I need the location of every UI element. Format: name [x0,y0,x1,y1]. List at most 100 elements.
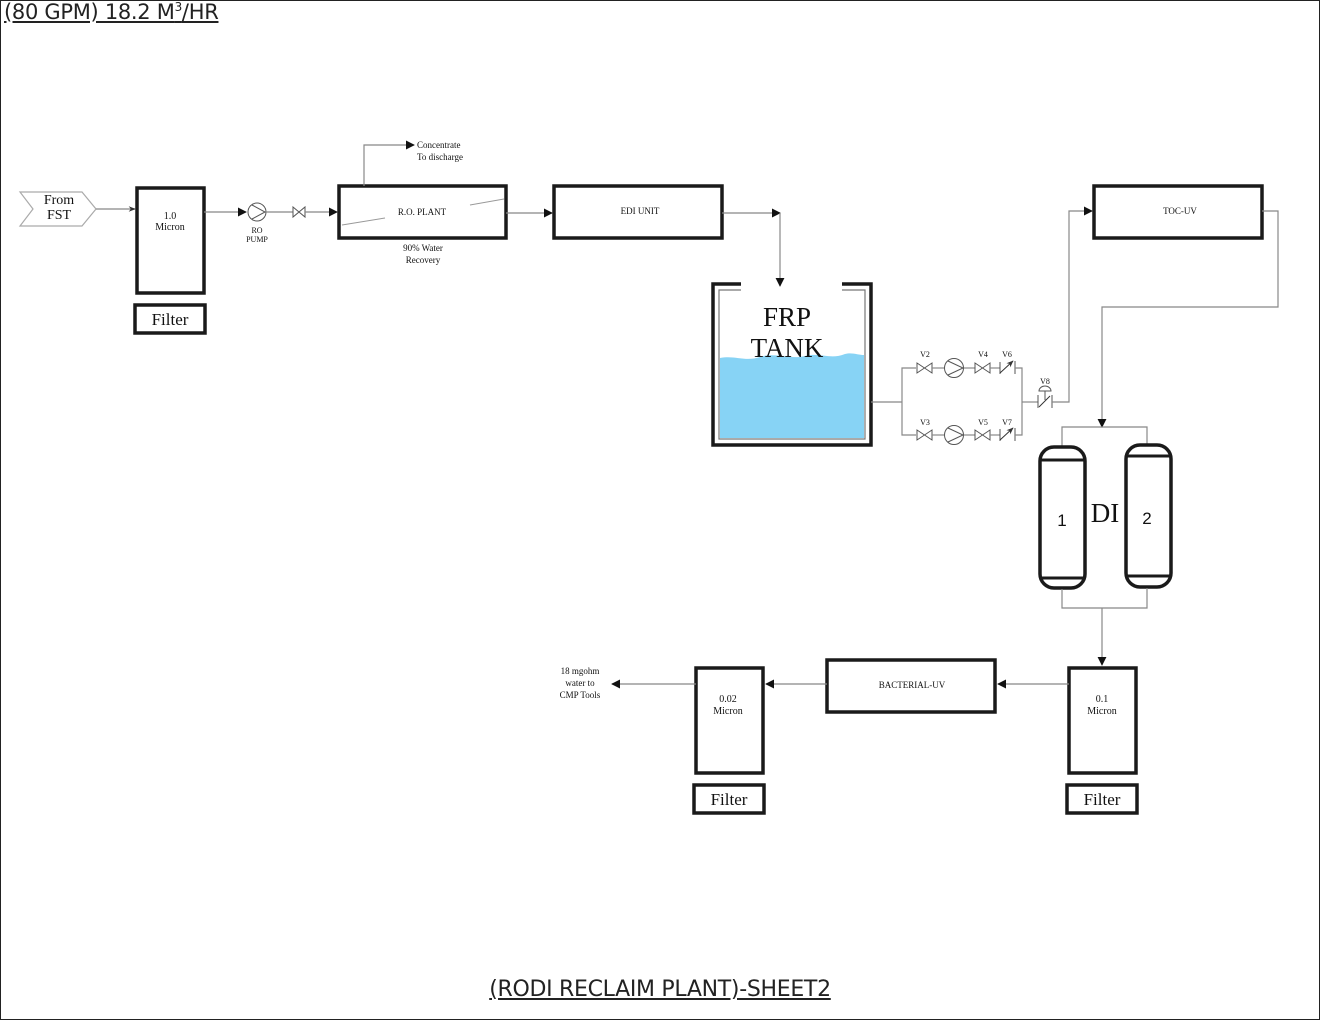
outlet-label-line2: water to [565,678,595,688]
inlet-label-line1: From [44,193,74,208]
pump-triangle-icon [251,204,267,220]
valve-v8-icon [1038,395,1051,408]
di-vessel-2-shell [1124,443,1173,589]
filter-1-tag: Filter [152,310,189,329]
valve-v2-label: V2 [920,350,930,359]
pump-a-triangle-icon [947,360,965,376]
branch-a: V2 V4 V6 [916,350,1023,402]
pipe-di-inlet-header [1061,426,1148,447]
tank-water-level [720,353,864,438]
valve-v7-label: V7 [1002,418,1012,427]
outlet-cmp-tools: 18 mgohm water to CMP Tools [560,666,601,700]
filter-1-tag-box [133,303,207,335]
filter-1-rating-unit: Micron [155,222,184,233]
filter-2-tag: Filter [1084,790,1121,809]
pipe-manifold-split [901,367,916,436]
di-vessel-1-label: 1 [1057,511,1066,530]
pipe-toc-uv-to-di [1097,210,1279,428]
toc-uv-unit: TOC-UV [1092,184,1264,240]
bacterial-uv-unit: BACTERIAL-UV [825,658,997,714]
valve-v4-icon [974,362,991,374]
ro-plant-label: R.O. PLANT [398,207,447,217]
transfer-pump-manifold: V2 V4 V6 V3 V5 [871,206,1093,445]
branch-b: V3 V5 V7 [916,402,1023,445]
filter-3-micron: 0.02 Micron Filter [692,666,766,815]
valve-v3-label: V3 [920,418,930,427]
ro-membrane-line-right [469,198,505,206]
ro-pump-label-line2: PUMP [246,235,268,244]
flow-rate-unit: /HR [181,0,219,24]
concentrate-label-line1: Concentrate [417,140,460,150]
filter-1-rating: 1.0 [164,211,177,222]
tank-inner-wall [718,289,866,440]
filter-2-micron: 0.1 Micron Filter [1065,666,1139,815]
pump-b-icon [944,425,964,445]
flow-rate-title: (80 GPM) 18.2 M3/HR [4,0,219,24]
flow-rate-superscript: 3 [174,0,183,14]
filter-1-micron: 1.0 Micron Filter [133,186,207,335]
edi-unit-box [552,184,724,240]
valve-v8-label: V8 [1040,377,1050,386]
pump-a-icon [944,358,964,378]
tank-label-line2: TANK [751,333,824,363]
pump-b-triangle-icon [947,427,965,443]
ro-pump: RO PUMP [246,202,268,244]
pipe-v8-to-toc-uv [1052,206,1093,403]
pipe-branch-a-return [1015,367,1023,402]
toc-uv-label: TOC-UV [1163,206,1197,216]
inlet-from-fst: From FST [18,191,97,227]
di-vessel-1: 1 [1038,445,1087,590]
gate-valve-icon [292,205,306,219]
toc-uv-box [1092,184,1264,240]
ro-plant-box [337,184,508,240]
filter-2-rating: 0.1 [1096,694,1109,705]
tank-outer-wall [711,282,873,447]
inlet-label-line2: FST [47,208,72,223]
ro-recovery-note-line1: 90% Water [403,243,443,253]
ro-pump-label-line1: RO [251,226,262,235]
valve-v3-icon [916,429,933,441]
pipe-concentrate-discharge [363,140,415,186]
filter-2-rating-unit: Micron [1087,706,1116,717]
di-vessels: 1 2 DI [1038,426,1173,609]
filter-2-housing [1067,666,1138,775]
valve-v2-icon [916,362,933,374]
sheet-title: (RODI RECLAIM PLANT)-SHEET2 [489,977,831,1002]
valve-v7-icon [999,427,1014,441]
di-vessel-2: 2 [1124,443,1173,589]
frp-tank: FRP TANK [711,282,873,447]
concentrate-label-line2: To discharge [417,152,463,162]
filter-3-tag: Filter [711,790,748,809]
outlet-label-line3: CMP Tools [560,690,601,700]
pipe-di-outlet-header [1061,588,1148,609]
di-label: DI [1091,498,1120,528]
filter-3-rating: 0.02 [719,694,737,705]
edi-unit-label: EDI UNIT [621,206,660,216]
di-vessel-1-shell [1038,445,1087,590]
valve-v8-actuator-icon [1038,385,1052,392]
valve-v4-label: V4 [978,350,988,359]
bacterial-uv-box [825,658,997,714]
filter-2-tag-box [1065,783,1139,815]
filter-3-housing [694,666,765,775]
di-vessel-2-label: 2 [1142,509,1151,528]
filter-3-rating-unit: Micron [713,706,742,717]
inlet-chevron-shape [18,191,97,227]
filter-1-housing [135,186,206,295]
pump-icon [247,202,267,222]
ro-recovery-note-line2: Recovery [406,255,441,265]
outlet-label-line1: 18 mgohm [561,666,600,676]
flow-rate-text: (80 GPM) 18.2 M [4,0,175,24]
valve-v5-label: V5 [978,418,988,427]
tank-label-line1: FRP [763,302,811,332]
ro-plant: R.O. PLANT 90% Water Recovery [337,184,508,265]
ro-membrane-line-left [341,217,386,226]
edi-unit: EDI UNIT [552,184,724,240]
pipe-branch-b-return [1015,402,1023,436]
valve-v6-label: V6 [1002,350,1012,359]
filter-3-tag-box [692,783,766,815]
valve-v5-icon [974,429,991,441]
valve-v6-icon [999,360,1014,374]
bacterial-uv-label: BACTERIAL-UV [879,680,946,690]
